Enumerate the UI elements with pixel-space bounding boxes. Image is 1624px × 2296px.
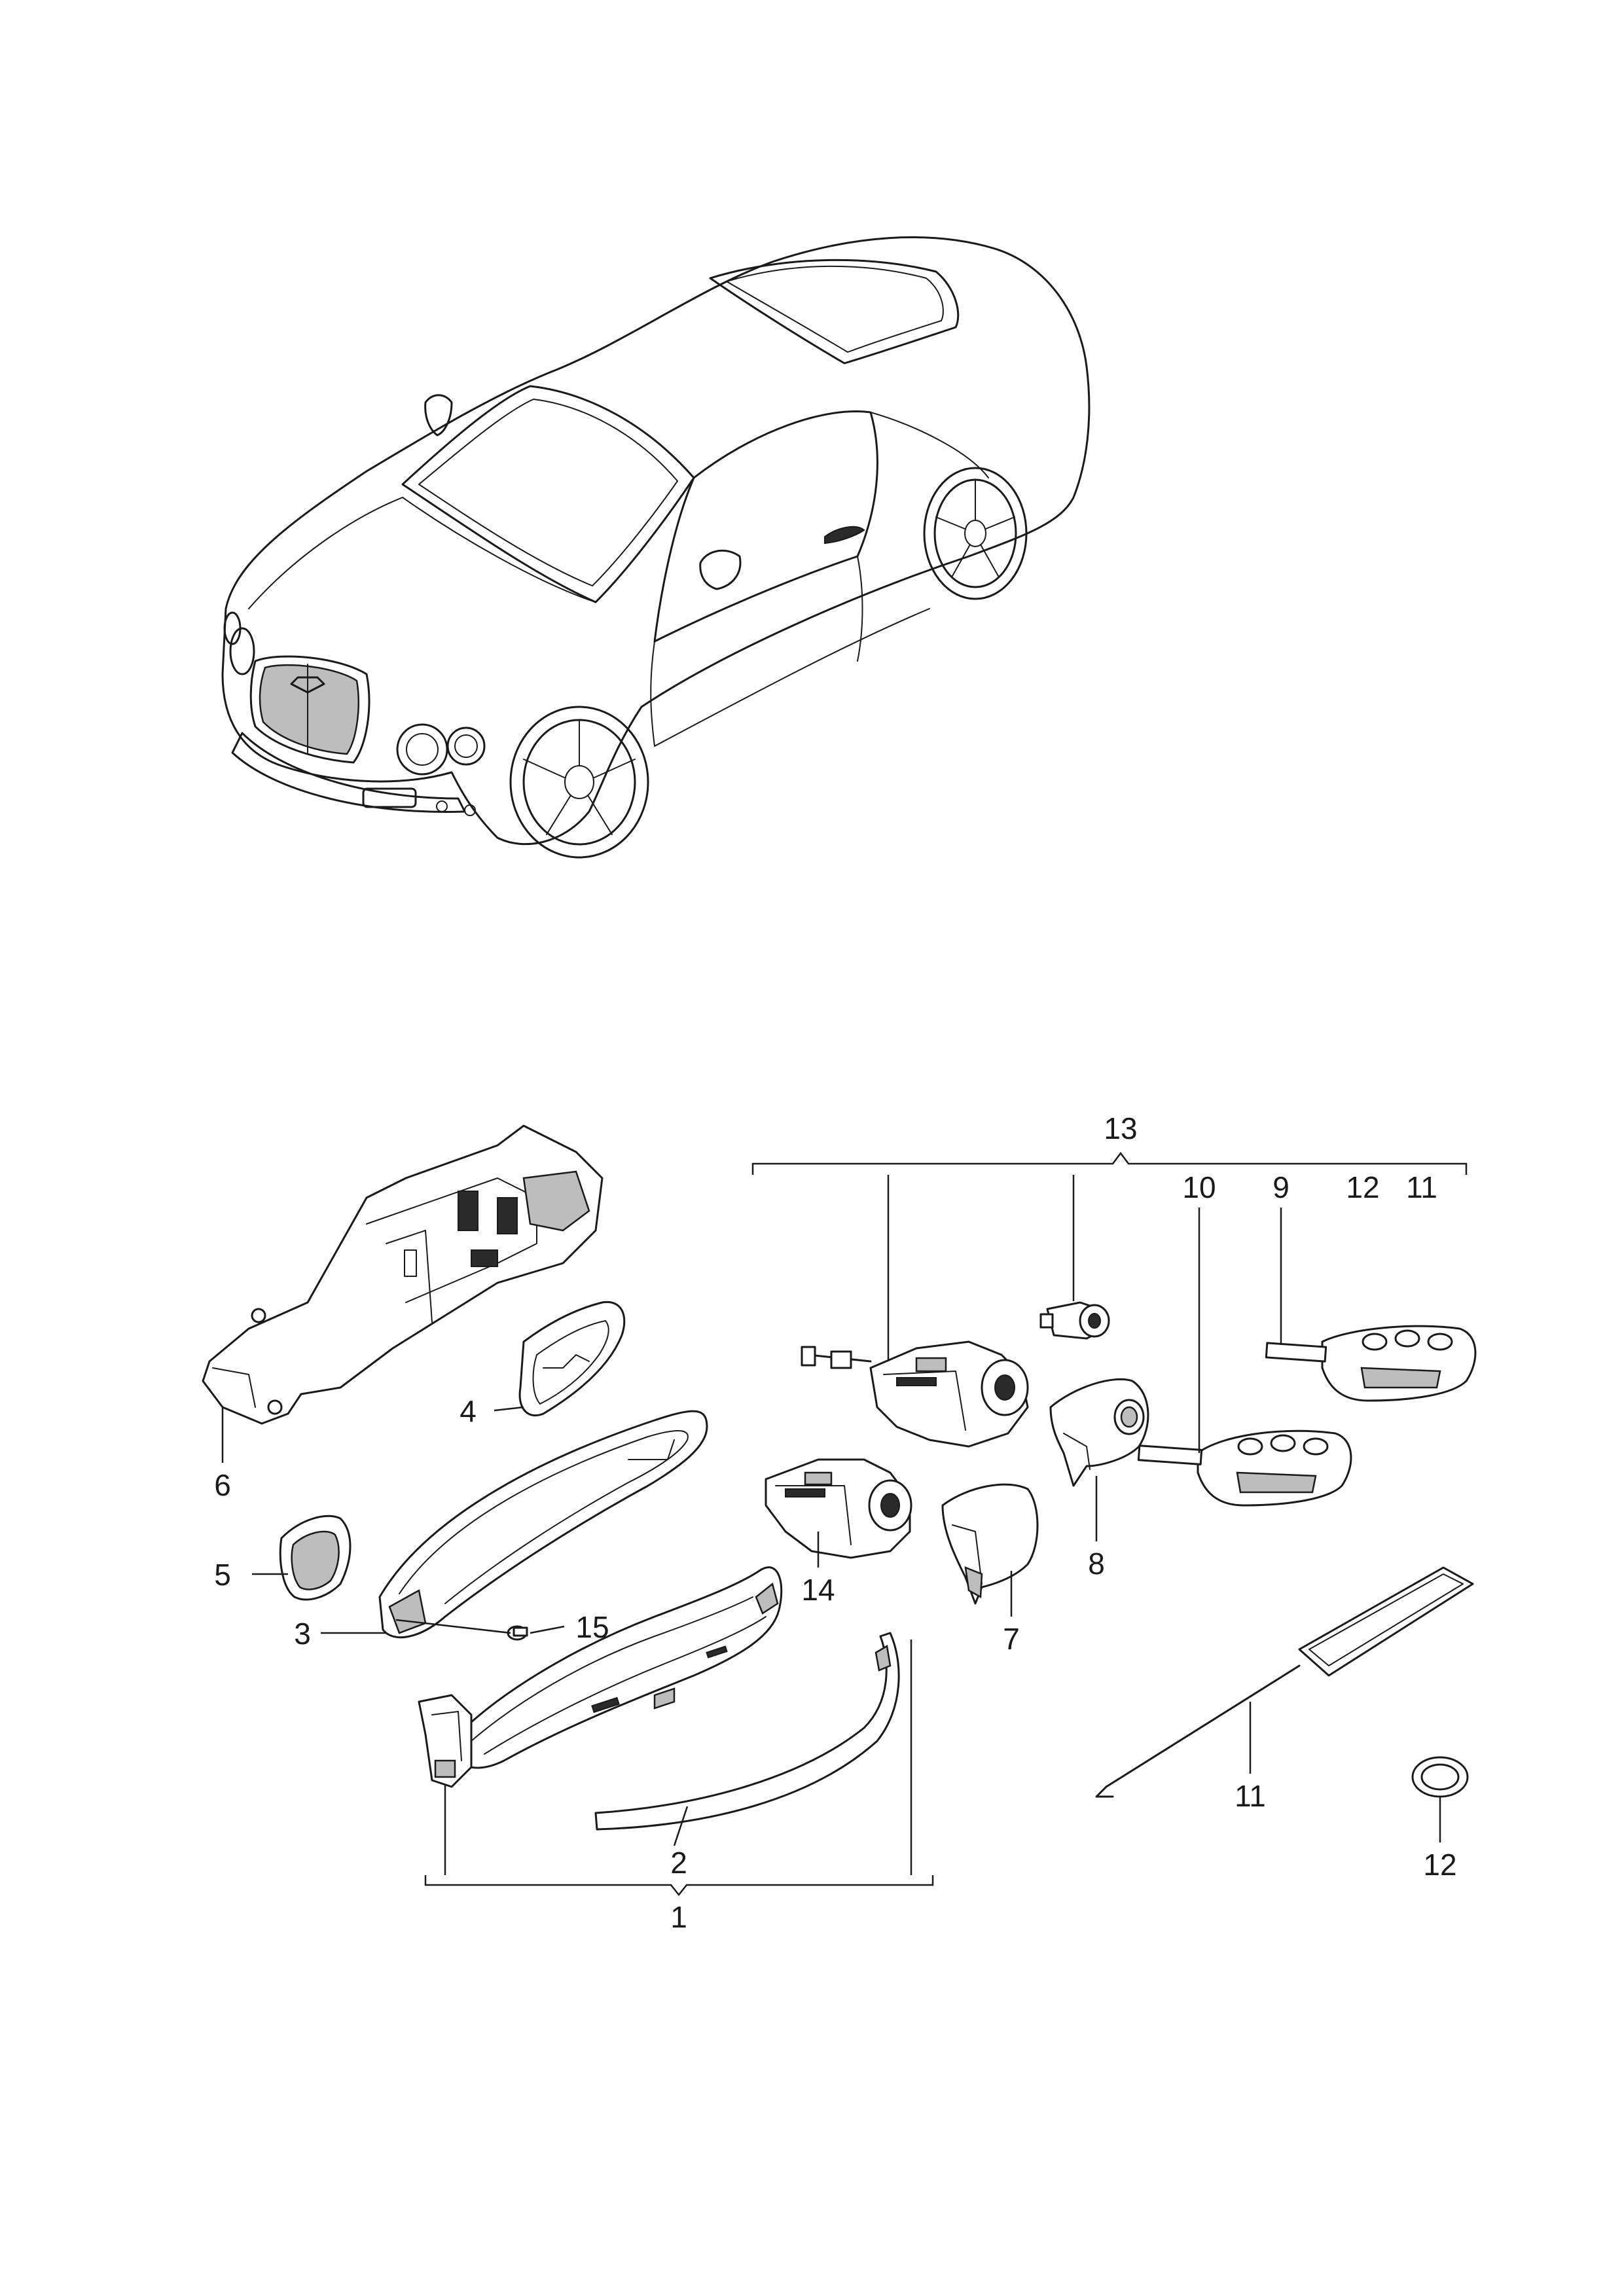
callout-10: 10 <box>1182 1170 1216 1204</box>
part-8-cap <box>1049 1378 1149 1487</box>
part-12-ring <box>1411 1756 1469 1842</box>
callout-1: 1 <box>670 1900 687 1934</box>
part-15-bolt <box>507 1625 528 1641</box>
part-9-remote-key <box>1265 1208 1477 1402</box>
part-10-remote-key <box>1137 1208 1352 1507</box>
part-5-small-gasket <box>279 1515 352 1601</box>
callout-13: 13 <box>1104 1111 1137 1145</box>
callout-7: 7 <box>1003 1622 1020 1656</box>
part-7-cap <box>941 1483 1039 1605</box>
part-4-gasket <box>518 1300 626 1417</box>
part-3-seal <box>378 1410 708 1639</box>
callout-4: 4 <box>460 1394 477 1428</box>
leader-lines <box>221 1406 1098 1846</box>
part-1-door-handle <box>418 1566 783 1788</box>
callout-12: 12 <box>1423 1848 1456 1882</box>
callout-2: 2 <box>670 1846 687 1880</box>
callout-3: 3 <box>294 1617 311 1651</box>
part-6-handle-carrier <box>202 1124 604 1425</box>
part-13-lock-insert <box>1039 1175 1110 1340</box>
callout-14: 14 <box>801 1573 835 1607</box>
callout-11-top: 11 <box>1406 1170 1437 1204</box>
callout-11: 11 <box>1235 1779 1266 1813</box>
bracket-13 <box>751 1151 1468 1175</box>
part-11-tool <box>1095 1566 1474 1798</box>
callout-labels: 13 10 9 12 11 4 6 5 3 15 14 8 7 11 12 2 … <box>214 1111 1456 1934</box>
part-2-trim-strip <box>594 1632 900 1831</box>
callout-8: 8 <box>1088 1547 1105 1581</box>
callout-12-top: 12 <box>1346 1170 1379 1204</box>
callout-5: 5 <box>214 1558 231 1592</box>
car-illustration <box>221 236 1091 859</box>
callout-6: 6 <box>214 1468 231 1502</box>
callout-15: 15 <box>575 1610 609 1644</box>
part-13-lock-cylinder-upper <box>801 1175 1029 1448</box>
part-14-lock-cylinder <box>765 1458 912 1559</box>
callout-9: 9 <box>1272 1170 1290 1204</box>
